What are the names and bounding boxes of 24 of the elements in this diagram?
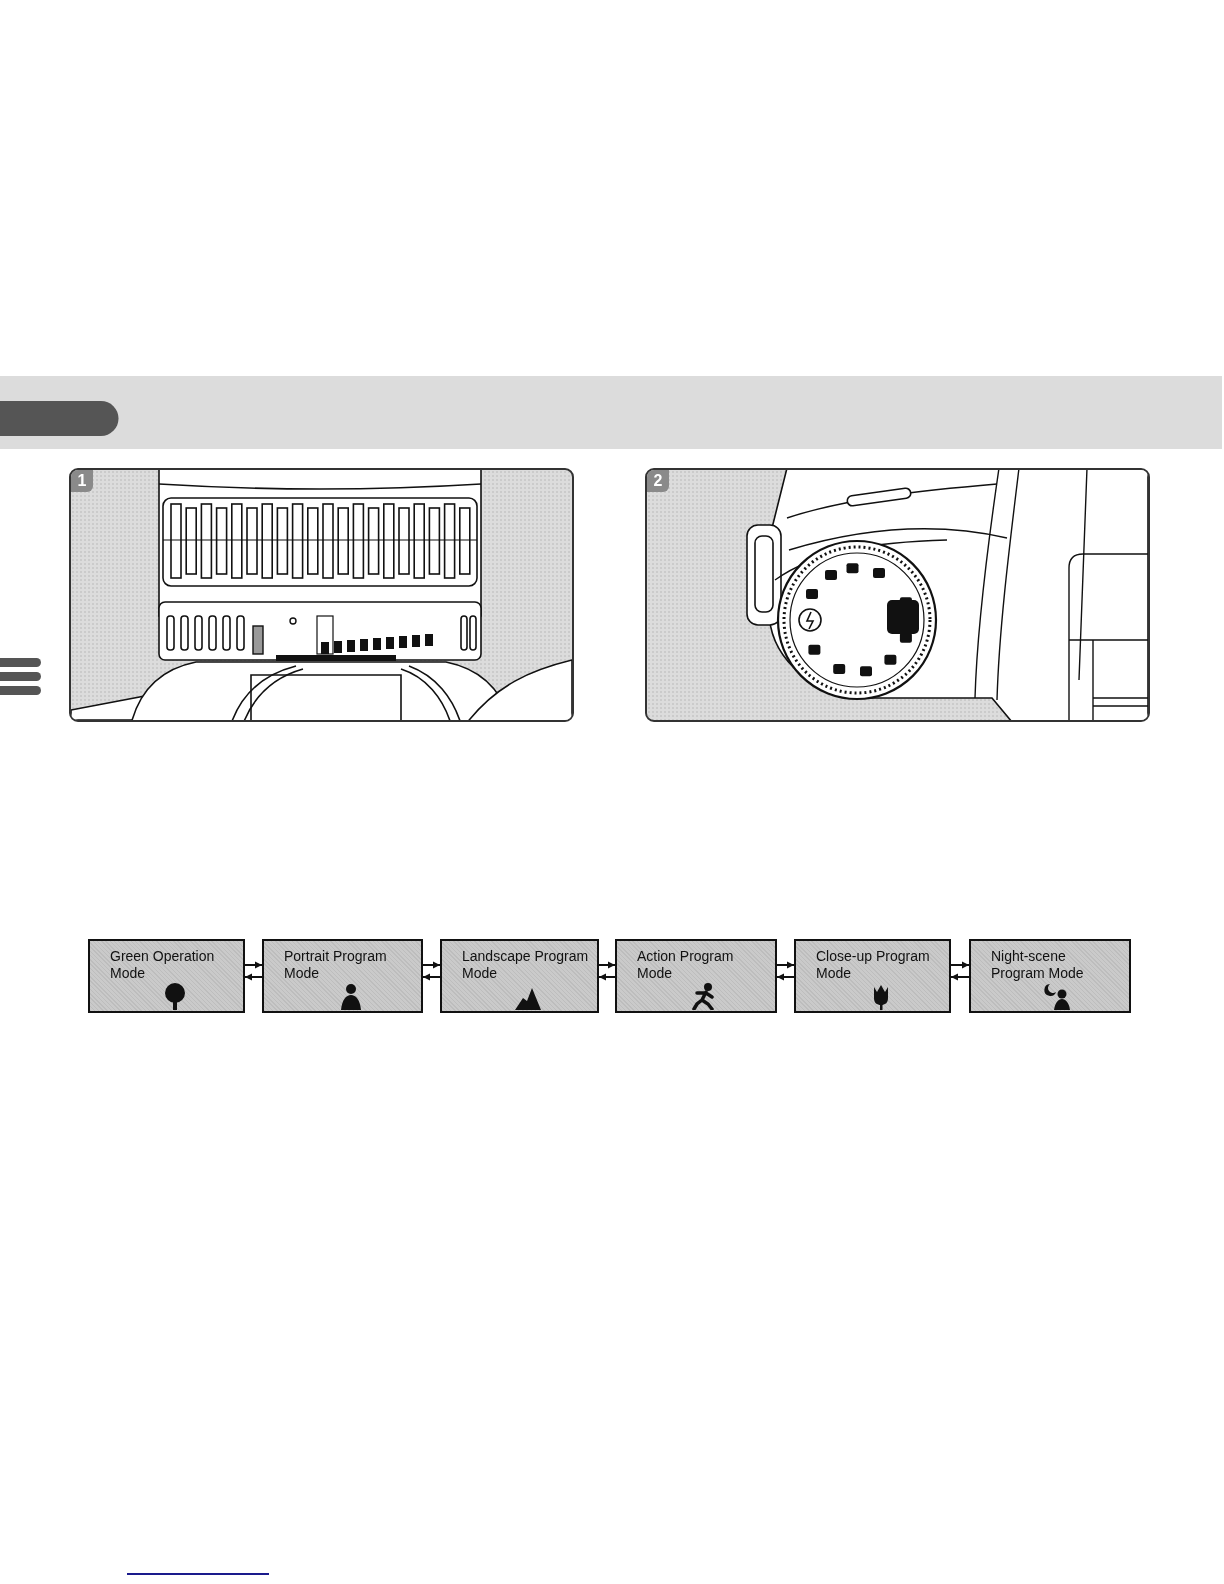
arrow <box>950 961 970 969</box>
callout-number: 1 <box>71 470 93 492</box>
arrow <box>776 973 795 981</box>
arrow <box>598 973 616 981</box>
arrow <box>244 961 263 969</box>
mode-box <box>262 939 423 1013</box>
callout-number: 2 <box>647 470 669 492</box>
arrow <box>950 973 970 981</box>
mode-name: Landscape Program Mode <box>462 948 590 982</box>
mode-box <box>88 939 245 1013</box>
arrow <box>776 961 795 969</box>
mode-box <box>440 939 599 1013</box>
arrow <box>422 961 441 969</box>
arrow <box>244 973 263 981</box>
mode-box <box>794 939 951 1013</box>
arrow <box>598 961 616 969</box>
mode-box <box>615 939 777 1013</box>
mode-name: Close-up Program Mode <box>816 948 931 982</box>
mode-box <box>969 939 1131 1013</box>
arrow <box>422 973 441 981</box>
mode-name: Portrait Program Mode <box>284 948 388 982</box>
mode-name: Action Program Mode <box>637 948 735 982</box>
mode-name: Green Operation Mode <box>110 948 216 982</box>
mode-name: Night-scene Program Mode <box>991 948 1085 982</box>
